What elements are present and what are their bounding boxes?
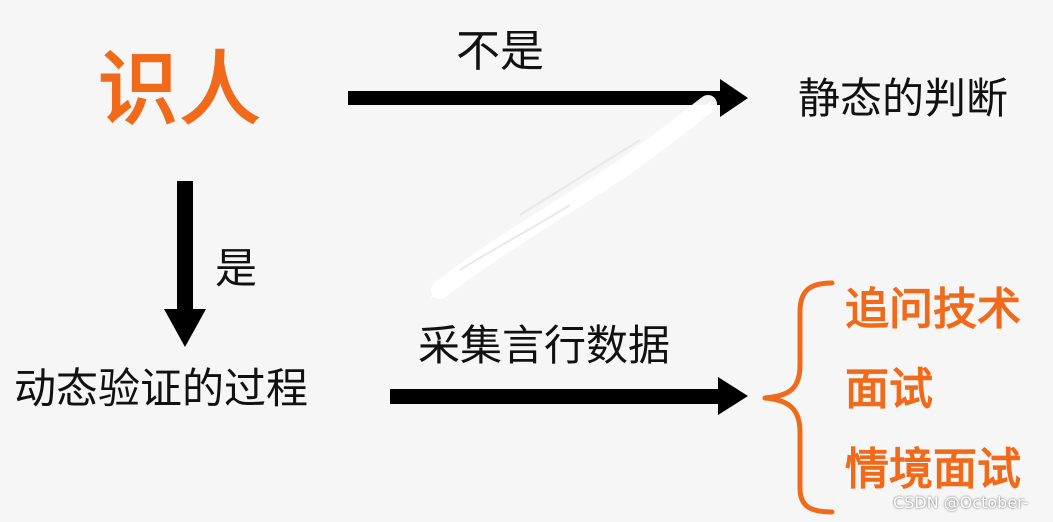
node-static-judgment: 静态的判断 (798, 74, 1009, 123)
arrow-to-dynamic-process (164, 181, 206, 347)
node-interview: 面试 (845, 364, 933, 415)
node-probing-technique: 追问技术 (845, 284, 1021, 335)
node-dynamic-verification: 动态验证的过程 (14, 364, 309, 413)
arrow-to-methods (390, 377, 748, 415)
watermark: CSDN @October- (893, 493, 1029, 512)
node-situational-interview: 情境面试 (845, 444, 1021, 495)
label-is: 是 (215, 244, 258, 293)
label-is-not: 不是 (456, 26, 544, 77)
arrow-to-static-judgment (348, 79, 748, 117)
label-collect-data: 采集言行数据 (418, 321, 671, 370)
node-recognize-people: 识人 (98, 43, 262, 136)
orange-bracket (762, 280, 835, 515)
scribble-mark (430, 95, 717, 300)
